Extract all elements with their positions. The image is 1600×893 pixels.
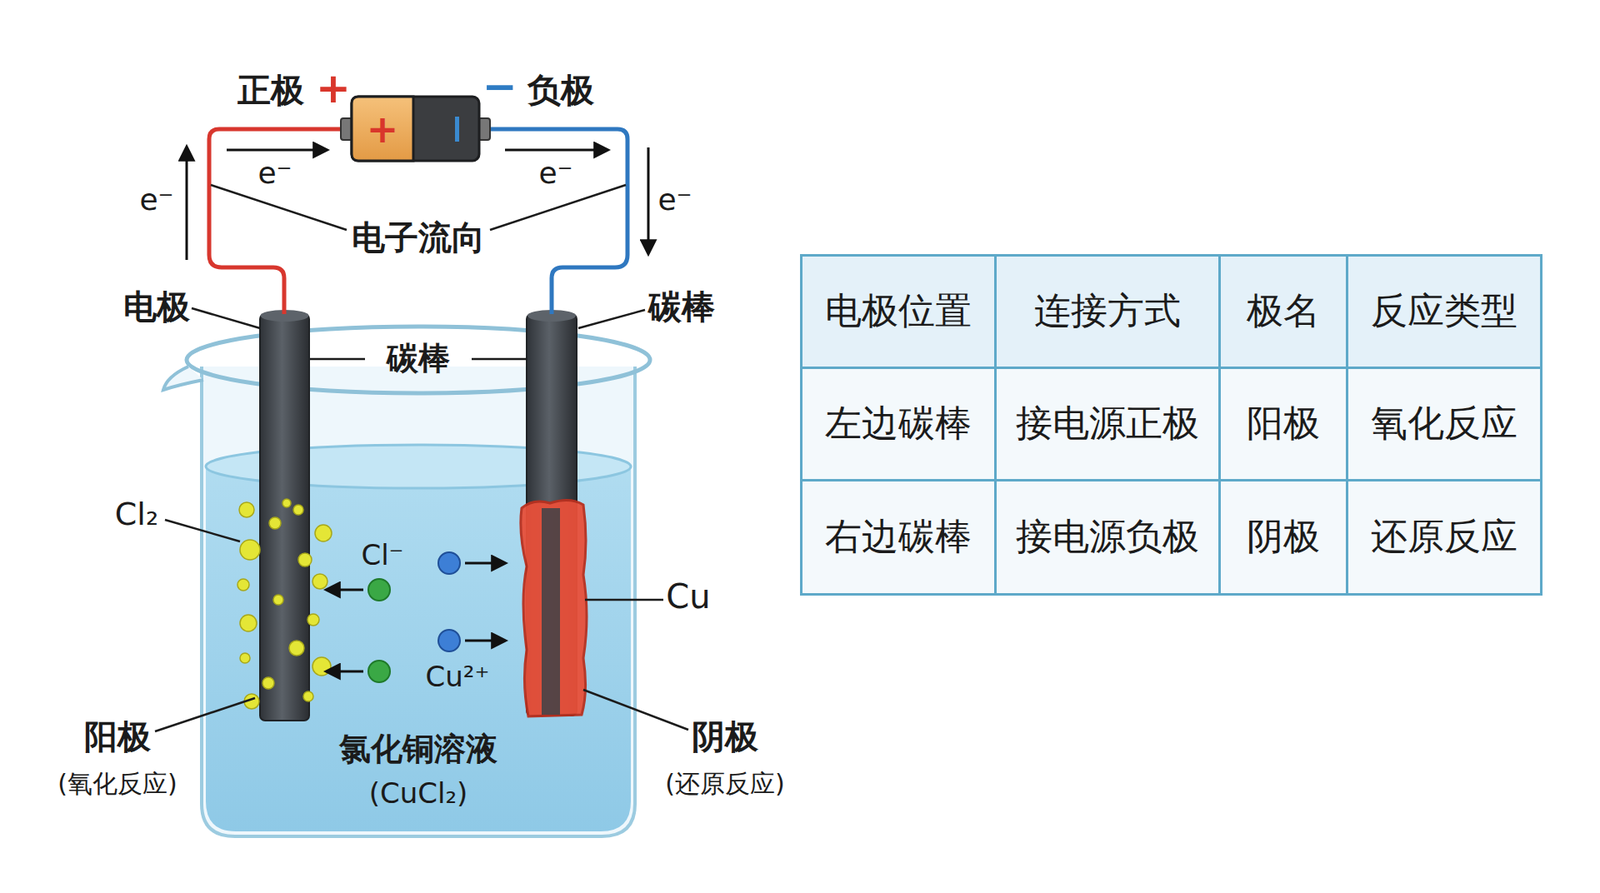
bubble	[239, 502, 255, 518]
electron-label: e⁻	[257, 156, 292, 190]
ion-arrow	[465, 640, 505, 643]
table-value: 右边碳棒	[825, 512, 972, 562]
bubble	[293, 505, 304, 515]
pole-sign: +	[315, 65, 351, 112]
electrode-name: 阳极	[84, 718, 151, 755]
table-value: 接电源负极	[1015, 512, 1200, 562]
electron-arrow	[185, 147, 189, 260]
electron-label: e⁻	[657, 183, 692, 217]
bubble	[289, 640, 305, 656]
table-cell: 氧化反应	[1345, 366, 1543, 482]
anode-rod	[260, 314, 310, 721]
bubble	[240, 540, 260, 560]
electron-arrow	[505, 149, 608, 152]
battery-negative-mark	[455, 116, 460, 142]
battery: +	[351, 96, 414, 161]
ion-label: Cu²⁺	[425, 661, 490, 693]
table-cell: 还原反应	[1345, 479, 1543, 596]
leader-lines	[155, 185, 689, 732]
table-cell: 反应类型	[1345, 254, 1543, 370]
bubble	[298, 553, 312, 567]
reaction-type: (还原反应)	[665, 770, 785, 798]
callout-label: 电子流向	[351, 219, 485, 256]
table-cell: 连接方式	[994, 254, 1221, 370]
bubble	[312, 574, 328, 590]
electron-label: e⁻	[538, 156, 573, 190]
table-cell: 阴极	[1218, 479, 1349, 596]
bubble	[269, 517, 281, 530]
rod-core	[541, 508, 560, 715]
bubble	[262, 677, 275, 690]
bubble	[237, 579, 250, 591]
copper-ion	[438, 630, 460, 652]
table-cell: 极名	[1218, 254, 1349, 370]
pole-name: 正极	[237, 71, 305, 109]
bubble	[282, 499, 291, 508]
battery-positive-half	[351, 96, 414, 161]
table-header: 极名	[1246, 286, 1320, 336]
bubble	[240, 653, 250, 664]
ion-label: Cl⁻	[360, 540, 404, 571]
table-cell: 接电源正极	[994, 366, 1221, 482]
table-header: 反应类型	[1370, 286, 1518, 336]
chloride-ion	[368, 660, 390, 683]
table-value: 接电源正极	[1015, 399, 1200, 449]
battery-sign: +	[366, 110, 400, 149]
solution-formula: (CuCl₂)	[369, 778, 469, 810]
battery-body	[351, 96, 480, 161]
electron-arrow	[647, 147, 650, 254]
table-cell: 左边碳棒	[800, 366, 997, 482]
species-label: Cl₂	[115, 497, 159, 533]
table-value: 阳极	[1246, 399, 1320, 449]
table-header: 连接方式	[1034, 286, 1181, 336]
bubble	[315, 525, 332, 542]
table-value: 氧化反应	[1370, 399, 1518, 449]
table-value: 左边碳棒	[825, 399, 972, 449]
bubble	[240, 615, 257, 632]
table-header: 电极位置	[825, 286, 972, 336]
ion-arrow	[465, 562, 505, 565]
ion-arrow	[326, 670, 364, 674]
bubble	[307, 614, 320, 626]
table-value: 还原反应	[1370, 512, 1518, 562]
table-value: 阴极	[1246, 512, 1320, 562]
solution-name: 氯化铜溶液	[339, 732, 498, 768]
electron-arrow	[226, 149, 327, 152]
reaction-type: (氧化反应)	[57, 770, 177, 798]
table-cell: 阳极	[1218, 366, 1349, 482]
species-label: Cu	[665, 578, 710, 615]
part-name: 电极	[123, 288, 190, 325]
electrode-name: 阴极	[691, 718, 759, 755]
chloride-ion	[368, 579, 390, 601]
beaker-spout	[163, 366, 204, 390]
pole-name: 负极	[527, 71, 595, 109]
copper-deposit	[520, 500, 587, 717]
ion-arrow	[326, 589, 364, 592]
copper-ion	[438, 552, 460, 575]
bubble	[273, 595, 284, 605]
pole-sign: −	[482, 64, 518, 110]
electron-label: e⁻	[139, 183, 174, 217]
chlorine-bubbles	[237, 499, 332, 710]
table-cell: 右边碳棒	[800, 479, 997, 596]
table-cell: 接电源负极	[994, 479, 1221, 596]
table-cell: 电极位置	[800, 254, 997, 370]
part-name: 碳棒	[386, 341, 450, 377]
bubble	[303, 691, 314, 702]
part-name: 碳棒	[648, 288, 715, 325]
blue-wire	[489, 129, 628, 315]
bubble	[312, 657, 331, 676]
beaker-rim	[186, 326, 650, 394]
